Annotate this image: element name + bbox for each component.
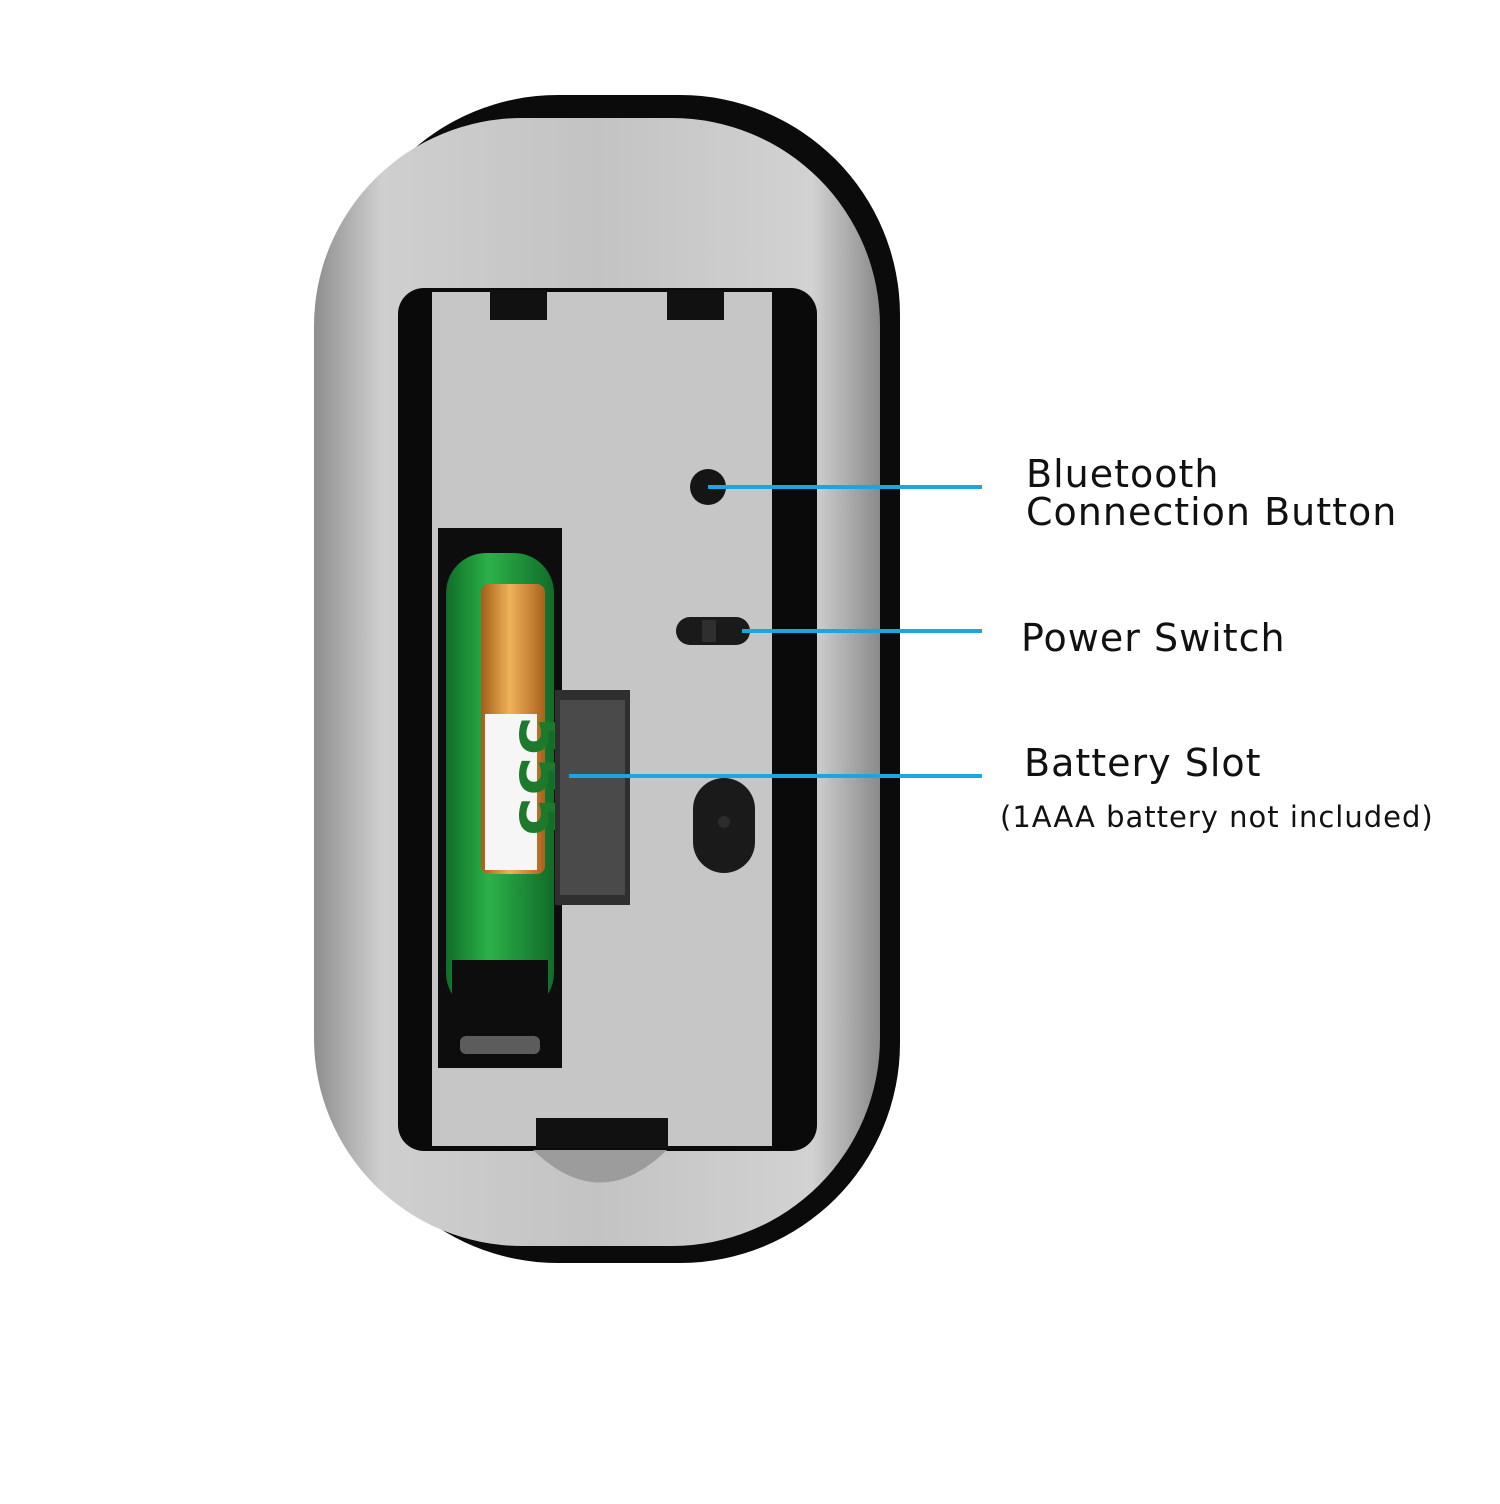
battery-note-label: (1AAA battery not included)	[1000, 800, 1434, 834]
latch-slot	[667, 290, 724, 320]
latch-slot	[490, 290, 547, 320]
sensor-dot	[718, 816, 730, 828]
power-switch-label: Power Switch	[1021, 616, 1286, 660]
battery-slider-face	[560, 700, 625, 895]
battery-slot-label: Battery Slot	[1024, 741, 1262, 785]
bluetooth-label-line-2: Connection Button	[1026, 490, 1398, 534]
bluetooth-label-line-1: Bluetooth	[1026, 452, 1220, 496]
power-switch-knob	[702, 620, 716, 642]
bottom-latch	[536, 1118, 668, 1148]
cover-tab	[533, 1150, 667, 1183]
